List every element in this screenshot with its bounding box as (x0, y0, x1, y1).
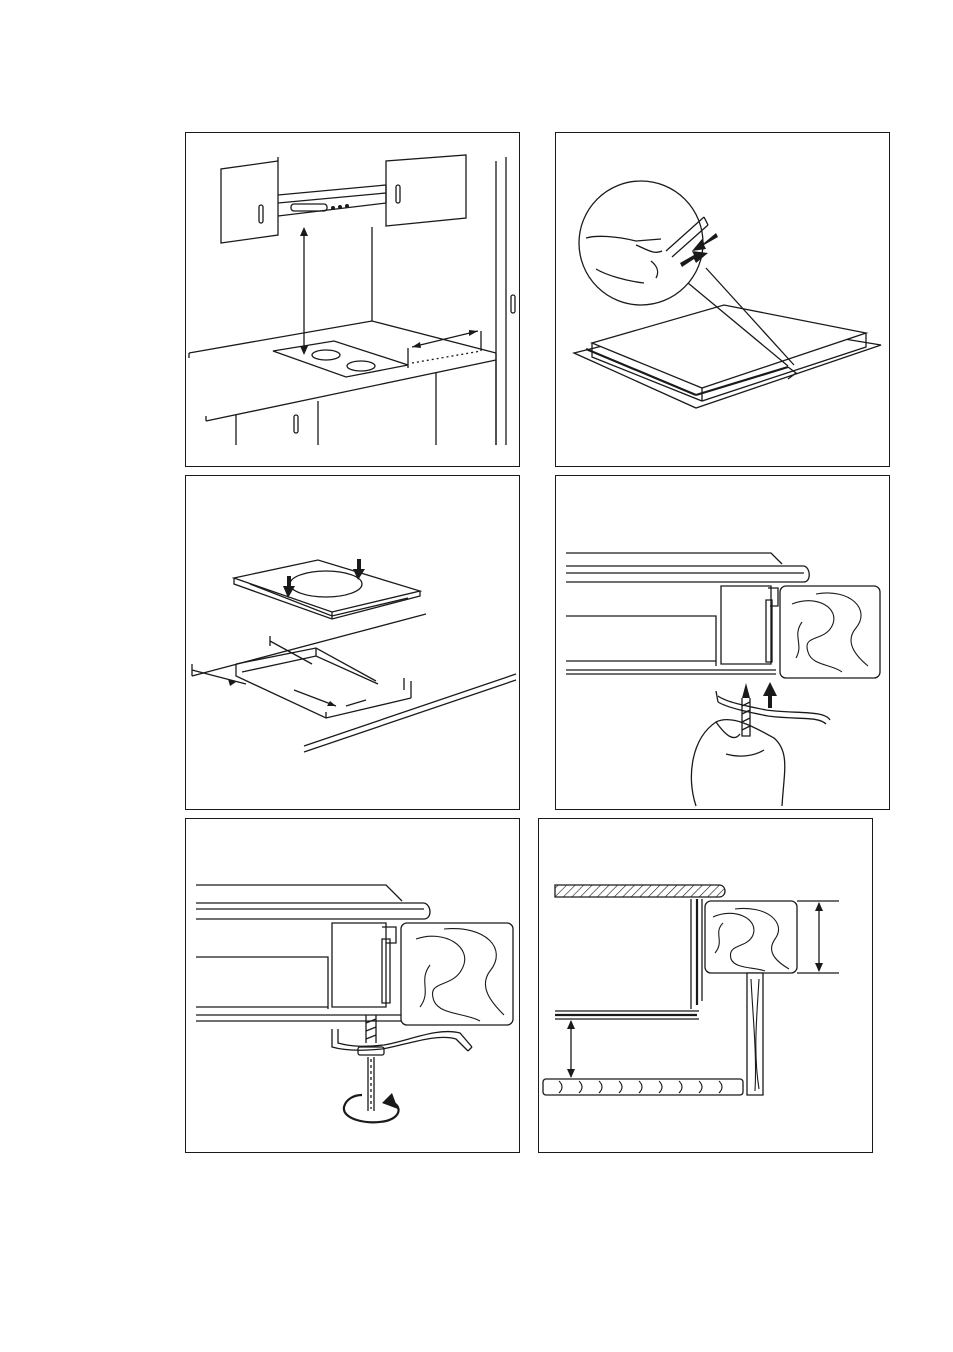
figure-cutout-dimensions (185, 475, 520, 810)
figure-insert-bracket-screw (555, 475, 890, 810)
figure-worktop-section (538, 818, 873, 1153)
figure-tighten-bracket (185, 818, 520, 1153)
figure-kitchen-clearance (185, 132, 520, 467)
figure-apply-sealing-strip (555, 132, 890, 467)
